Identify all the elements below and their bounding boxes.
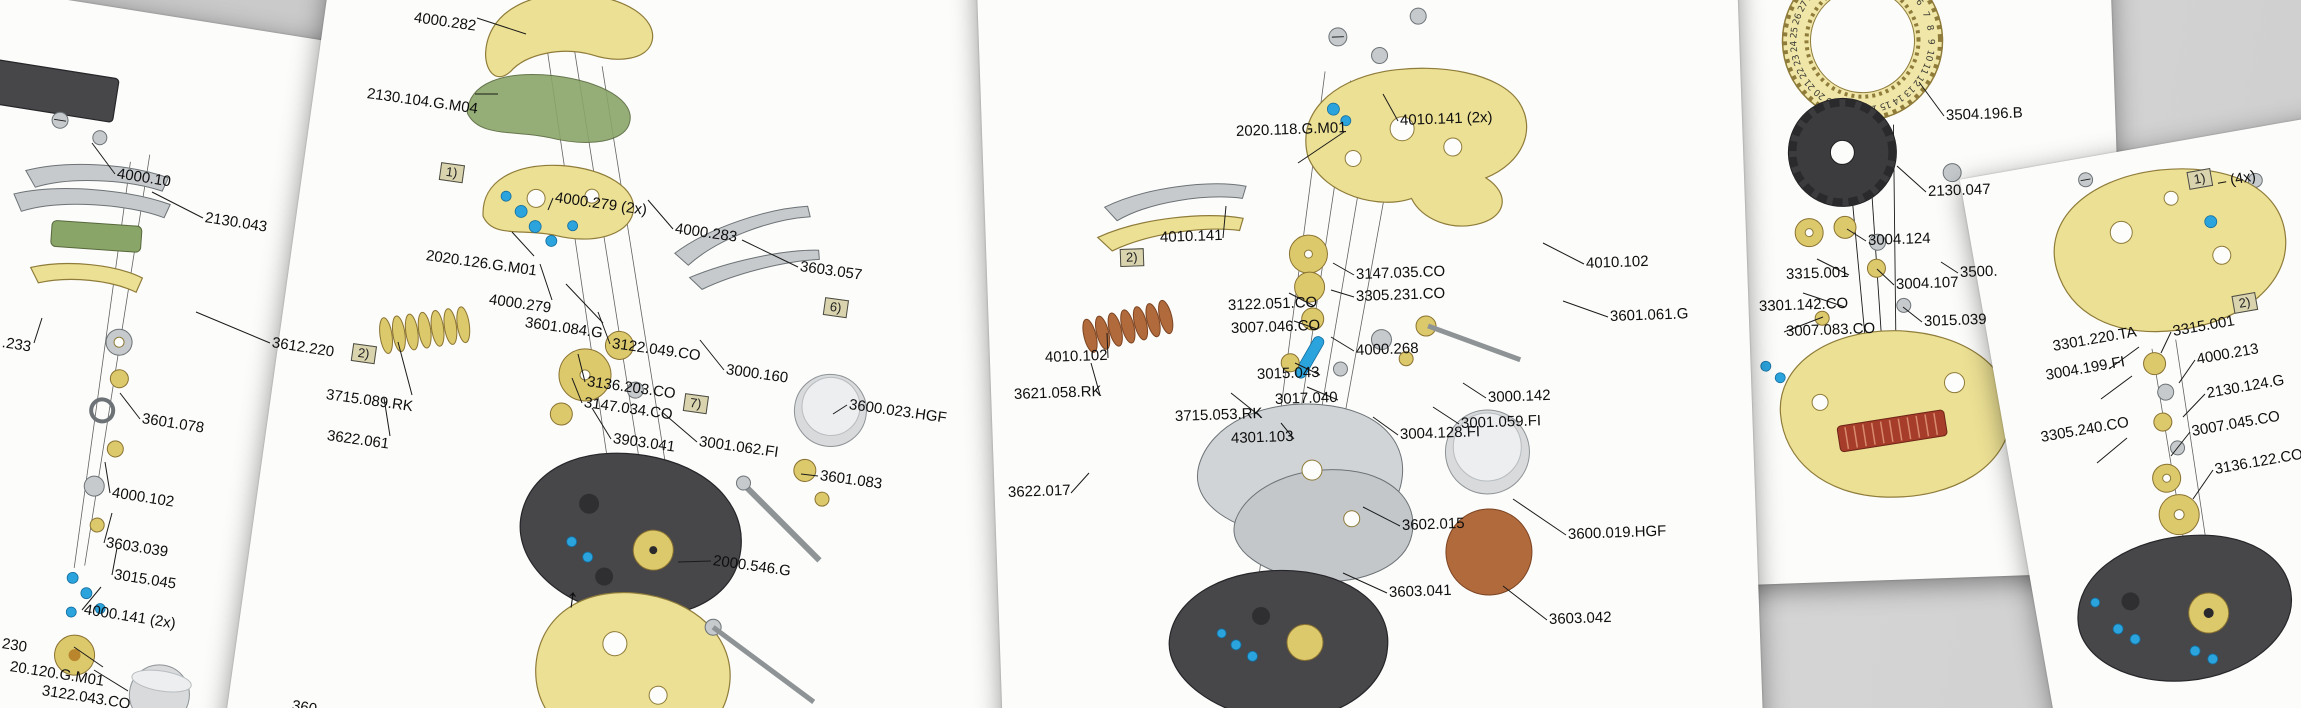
date-ring-number: 22: [1795, 65, 1809, 80]
lever-parts: [1096, 183, 1247, 252]
date-ring-number: 28: [1804, 0, 1819, 3]
battery-disc: [1444, 409, 1530, 495]
top-bracket-plate: [484, 0, 654, 78]
date-ring-number: 6: [1913, 0, 1925, 8]
coil-spring: [1082, 299, 1174, 353]
date-driving-disc: [1787, 97, 1897, 207]
date-ring-number: 10: [1923, 49, 1935, 63]
date-ring-number: 8: [1924, 24, 1935, 32]
red-coil-block: [1836, 409, 1948, 453]
battery-cylinder: [128, 664, 192, 708]
green-circuit-part: [50, 220, 143, 253]
small-parts: [1280, 329, 1414, 377]
date-ring-number: 25: [1789, 26, 1800, 39]
axis-lines: [73, 154, 151, 569]
date-ring-number: 7: [1920, 10, 1931, 19]
main-plate: [519, 452, 742, 617]
gray-plates: [1196, 403, 1414, 583]
bridge-hole: [584, 188, 600, 204]
gold-lever-part: [29, 263, 144, 294]
bottom-bridge: [535, 592, 816, 708]
screws: [1328, 7, 1427, 64]
gear-cluster: [549, 330, 644, 426]
gear-stack: [1288, 234, 1328, 331]
green-cover-plate: [466, 74, 631, 143]
small-parts-column: [83, 328, 133, 533]
blue-screws: [500, 190, 579, 247]
date-ring-number: 24: [1789, 40, 1800, 53]
top-plate: [1305, 67, 1528, 227]
watch-movement-exploded-art-5: [2053, 168, 2293, 682]
stem-rod: [735, 475, 822, 563]
top-plate: [2053, 168, 2287, 333]
date-ring: 1234567891011121314151617181920212223242…: [1781, 0, 1944, 122]
document-page-4: 1234567891011121314151617181920212223242…: [1638, 0, 2132, 589]
watch-movement-exploded-art-4: 1234567891011121314151617181920212223242…: [1760, 0, 2077, 498]
main-plate: [1168, 569, 1389, 708]
watch-movement-exploded-art-1: [0, 58, 192, 708]
battery-disc: [793, 373, 867, 447]
crown-parts: [793, 458, 830, 507]
document-page-5: [1959, 99, 2301, 708]
document-page-1: [0, 0, 399, 708]
dark-bar-part: [0, 58, 120, 123]
date-ring-number: 15: [1878, 98, 1892, 111]
watch-movement-exploded-art-3: [1082, 7, 1533, 708]
lever-parts: [674, 205, 820, 290]
main-plate: [2077, 534, 2293, 682]
date-ring-number: 11: [1918, 61, 1932, 76]
date-ring-number: 26: [1791, 12, 1804, 26]
watch-movement-exploded-art-2: [379, 0, 867, 708]
coil-spring: [379, 306, 471, 354]
date-ring-number: 9: [1925, 39, 1935, 45]
lever-parts: [13, 163, 171, 219]
blue-screws: [65, 571, 106, 618]
document-page-2: [224, 0, 1136, 708]
small-parts-column: [2143, 352, 2200, 536]
bridge-hole: [526, 188, 546, 208]
train-wheel-bridge: [482, 164, 635, 240]
blue-pointer-part: [1294, 336, 1325, 379]
document-page-3: [975, 0, 1765, 708]
stem-rod: [1415, 315, 1522, 363]
screws: [51, 111, 108, 146]
screws: [2078, 172, 2263, 188]
date-ring-number: 23: [1791, 53, 1804, 67]
copper-disc: [1445, 508, 1533, 596]
